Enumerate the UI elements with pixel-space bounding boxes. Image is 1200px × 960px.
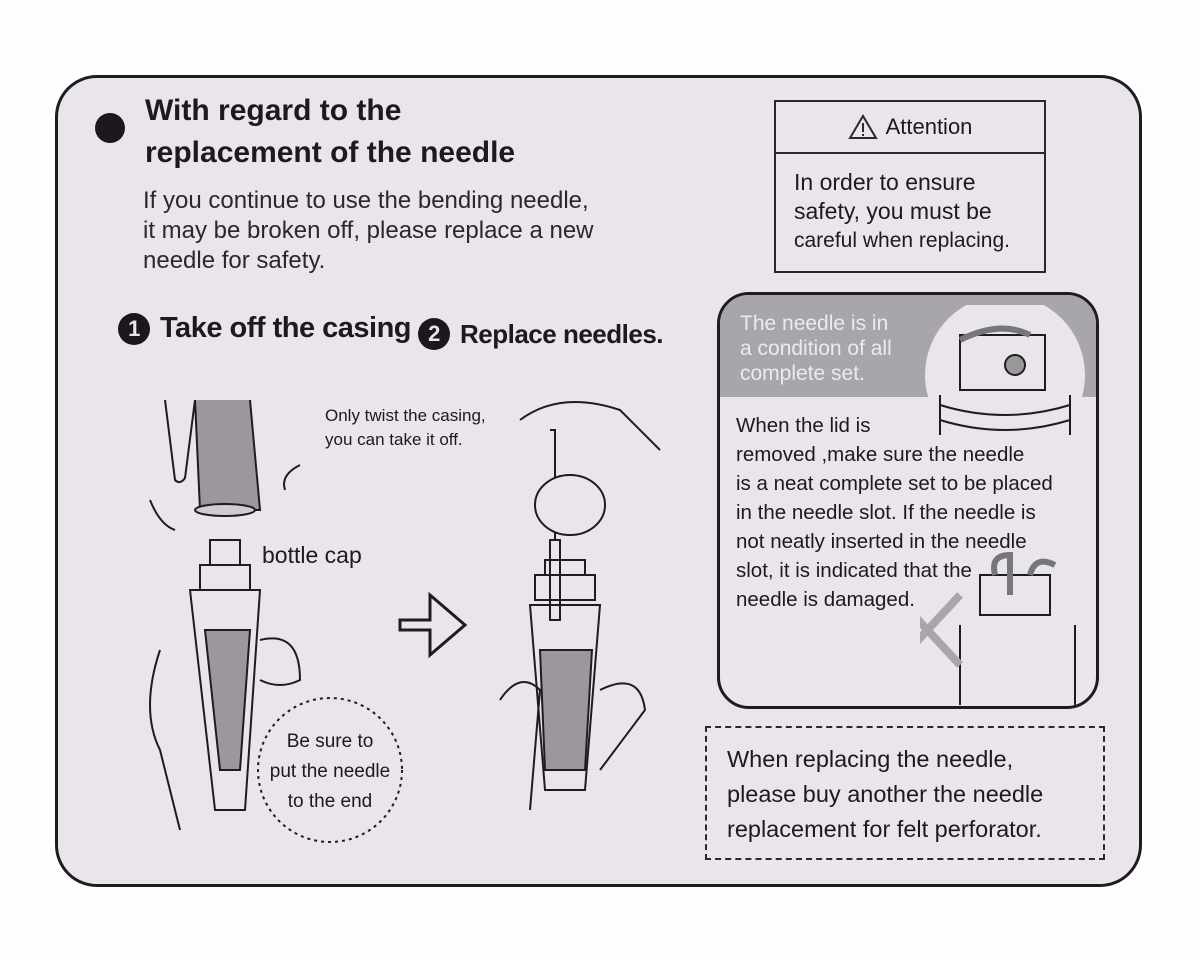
attention-line: safety, you must be <box>794 198 992 224</box>
intro-line: If you continue to use the bending needl… <box>143 187 589 214</box>
attention-box: Attention In order to ensure safety, you… <box>774 100 1046 273</box>
label-line: you can take it off. <box>325 430 463 449</box>
body-line: removed ,make sure the needle <box>736 443 1025 466</box>
body-line: is a neat complete set to be placed <box>736 472 1053 495</box>
title-line: replacement of the needle <box>145 136 516 169</box>
step-1-heading: 1 Take off the casing <box>118 312 412 345</box>
bullet-dot <box>95 113 125 143</box>
body-line: When the lid is <box>736 414 871 437</box>
step-2-heading: 2 Replace needles. <box>418 318 664 350</box>
complete-set-panel: The needle is in a condition of all comp… <box>717 292 1099 709</box>
intro-paragraph: If you continue to use the bending needl… <box>143 186 594 276</box>
replacement-note-box: When replacing the needle, please buy an… <box>705 726 1105 860</box>
title-line: With regard to the <box>145 94 402 127</box>
note-line: When replacing the needle, <box>727 746 1014 772</box>
label-line: Be sure to <box>286 731 374 752</box>
label-line: to the end <box>287 791 373 812</box>
attention-heading: Attention <box>885 114 973 139</box>
twist-casing-label: Only twist the casing, you can take it o… <box>325 404 486 452</box>
header-line: complete set. <box>740 362 865 385</box>
step-number: 1 <box>118 312 150 345</box>
needle-holder-illustration <box>920 305 1085 705</box>
body-line: slot, it is indicated that the <box>736 559 972 582</box>
bottle-cap-label: bottle cap <box>262 542 362 568</box>
header-line: a condition of all <box>740 337 892 360</box>
warning-triangle-icon <box>847 114 878 139</box>
body-line: in the needle slot. If the needle is <box>736 501 1036 524</box>
intro-line: needle for safety. <box>143 247 326 274</box>
attention-line: In order to ensure <box>794 169 976 195</box>
section-title: With regard to the replacement of the ne… <box>145 90 515 174</box>
needle-illustration <box>149 399 661 843</box>
note-line: replacement for felt perforator. <box>727 816 1042 842</box>
label-line: Only twist the casing, <box>325 406 486 425</box>
circle-note: Be sure to put the needle to the end <box>262 727 398 817</box>
attention-line: careful when replacing. <box>794 229 1010 252</box>
body-line: needle is damaged. <box>736 588 915 611</box>
body-line: not neatly inserted in the needle <box>736 530 1027 553</box>
step-label: Take off the casing <box>160 312 412 344</box>
label-line: put the needle <box>269 761 391 782</box>
header-line: The needle is in <box>740 312 889 335</box>
step-label: Replace needles. <box>460 318 664 349</box>
note-line: please buy another the needle <box>727 781 1044 807</box>
intro-line: it may be broken off, please replace a n… <box>143 217 594 244</box>
step-number: 2 <box>418 318 450 350</box>
